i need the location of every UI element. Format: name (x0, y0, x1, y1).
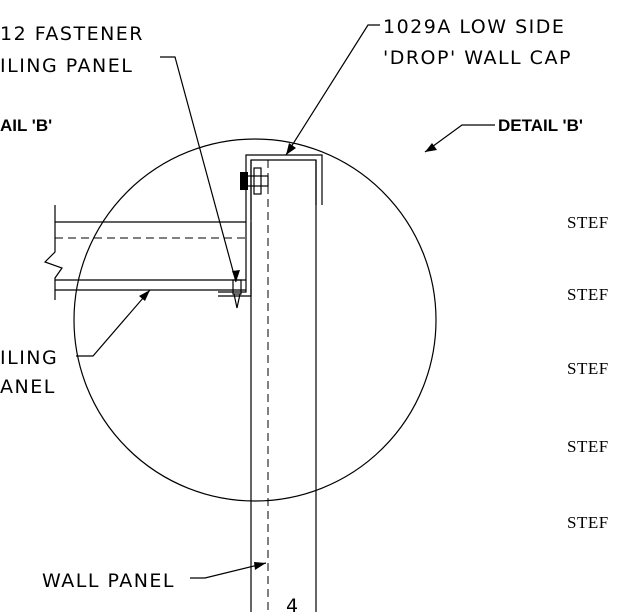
angle-trim-outer (218, 222, 252, 297)
fastener-label-1: 12 FASTENER (0, 23, 144, 45)
wall-cap-outer (245, 154, 323, 222)
wall-panel-arrow (254, 562, 266, 570)
step-label: STEF (567, 359, 609, 378)
step-label: STEF (567, 213, 609, 232)
bolt-head (240, 172, 248, 190)
detail-arrow (425, 143, 437, 152)
bolt-washer (253, 167, 262, 195)
angle-trim (218, 222, 247, 293)
ceiling-label-1: ILING (0, 347, 58, 369)
step-label: STEF (567, 437, 609, 456)
detail-circle (73, 138, 437, 502)
wallcap-label-2: 'DROP' WALL CAP (383, 47, 572, 69)
ceiling-arrow (139, 290, 150, 301)
wallcap-label-1: 1029A LOW SIDE (383, 16, 565, 38)
detail-leader (424, 124, 495, 153)
wall-cap-inner (250, 159, 317, 220)
screw-head (232, 279, 242, 295)
ceiling-leader (76, 289, 151, 357)
step-label: STEF (567, 285, 609, 304)
wall-panel-leader (190, 562, 267, 579)
fastener-leader (160, 56, 237, 283)
wall-panel-label: WALL PANEL (42, 570, 175, 592)
step-label: STEF (567, 513, 609, 532)
break-symbol (43, 205, 63, 300)
fastener-arrow (232, 270, 240, 282)
detail-right-label: DETAIL 'B' (498, 116, 583, 135)
fastener-label-2: ILING PANEL (0, 55, 133, 77)
wallcap-arrow (286, 143, 296, 155)
wallcap-leader (285, 24, 380, 156)
screw-tip (233, 293, 241, 309)
marker-label: 4 (286, 595, 300, 612)
detail-left-label: AIL 'B' (0, 116, 52, 135)
ceiling-label-2: ANEL (0, 376, 56, 398)
bolt-shank (245, 175, 269, 187)
